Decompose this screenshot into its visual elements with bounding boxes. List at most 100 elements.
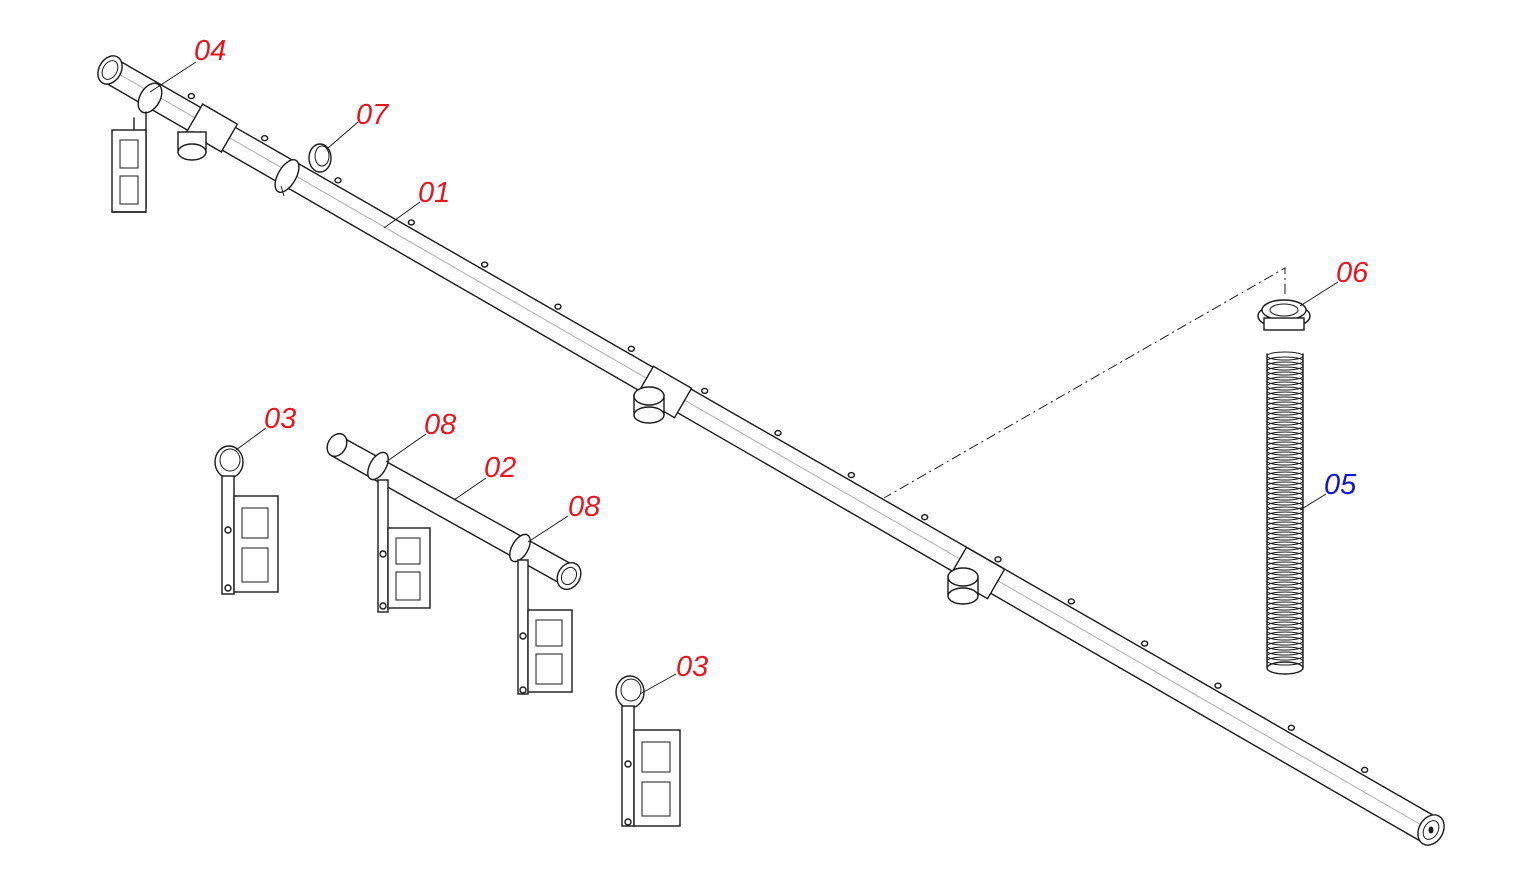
hose-rib — [1266, 611, 1304, 621]
hose-rib — [1266, 506, 1304, 516]
hose-rib — [1266, 466, 1304, 476]
hose-rib — [1266, 481, 1304, 491]
hose-rib — [1266, 521, 1304, 531]
hose-rib — [1266, 496, 1304, 506]
hose-rib — [1266, 376, 1304, 386]
callout-03-lower: 03 — [676, 651, 708, 683]
hose-rib — [1266, 436, 1304, 446]
pipe-stud — [554, 303, 562, 310]
assembly-centerline — [883, 267, 1286, 499]
hose-rib — [1266, 471, 1304, 481]
hose-rib — [1266, 636, 1304, 646]
hose-rib — [1266, 391, 1304, 401]
callout-04: 04 — [194, 35, 226, 67]
hose-rib — [1266, 491, 1304, 501]
hose-rib — [1266, 551, 1304, 561]
hose-rib — [1266, 351, 1304, 361]
hose-rib — [1266, 546, 1304, 556]
hose-rib — [1266, 421, 1304, 431]
hose-rib — [1266, 371, 1304, 381]
hose-rib — [1266, 641, 1304, 651]
pipe-stud — [407, 219, 416, 226]
pipe-stud — [1214, 682, 1222, 689]
hose-rib — [1266, 396, 1304, 406]
hose-rib — [1266, 631, 1304, 641]
hose-rib — [1266, 621, 1304, 631]
main-pipe — [97, 55, 1445, 846]
pipe-stud — [1287, 724, 1296, 731]
callout-07: 07 — [356, 99, 390, 131]
hose-rib — [1266, 406, 1304, 416]
pipe-stud — [847, 471, 856, 479]
hanger-right-02 — [517, 559, 573, 695]
pipe-stud — [994, 556, 1002, 563]
hose-rib — [1266, 446, 1304, 456]
flexible-hose-05 — [1266, 351, 1304, 675]
hose-rib — [1266, 556, 1304, 566]
hose-rib — [1266, 456, 1304, 466]
callout-08-right: 08 — [568, 491, 600, 523]
hose-rib — [1266, 416, 1304, 426]
leader-lines — [149, 61, 1339, 695]
pipe-clamp — [274, 159, 300, 197]
hose-rib — [1266, 511, 1304, 521]
hose-rib — [1266, 626, 1304, 636]
hose-rib — [1266, 571, 1304, 581]
hose-rib — [1266, 401, 1304, 411]
hose-rib — [1266, 441, 1304, 451]
hose-rib — [1266, 476, 1304, 486]
hose-rib — [1266, 526, 1304, 536]
callout-02: 02 — [484, 452, 516, 484]
pipe-stud — [1360, 766, 1369, 774]
callout-08-left: 08 — [424, 409, 456, 441]
callout-05: 05 — [1324, 469, 1357, 501]
ring-hanger-03b — [615, 675, 681, 827]
hose-rib — [1266, 581, 1304, 591]
hose-rib — [1266, 366, 1304, 376]
pipe-stud — [627, 345, 636, 352]
pipe-stud — [334, 177, 342, 184]
pipe-stud — [774, 429, 782, 437]
hose-rib — [1266, 591, 1304, 601]
hose-rib — [1266, 536, 1304, 546]
hose-rib — [1266, 501, 1304, 511]
pipe-stud — [1067, 598, 1076, 605]
pipe-stud — [480, 261, 489, 268]
hose-rib — [1266, 566, 1304, 576]
tee-fitting-1 — [177, 103, 239, 161]
hose-rib — [1266, 601, 1304, 611]
hose-rib — [1266, 381, 1304, 391]
hose-rib — [1266, 576, 1304, 586]
hose-rib — [1266, 656, 1304, 666]
hose-rib — [1266, 516, 1304, 526]
hanger-left-02 — [377, 479, 431, 613]
hose-rib — [1266, 356, 1304, 366]
short-pipe-02 — [326, 432, 582, 591]
hose-rib — [1266, 411, 1304, 421]
hose-rib — [1266, 386, 1304, 396]
ring-07 — [308, 143, 332, 173]
callout-labels: 04 07 01 06 03 08 02 08 05 03 — [194, 35, 1369, 683]
hose-rib — [1266, 531, 1304, 541]
hose-rib — [1266, 486, 1304, 496]
hose-rib — [1266, 561, 1304, 571]
clamp-06 — [1257, 299, 1311, 331]
hose-rib — [1266, 651, 1304, 661]
tee-fitting-2 — [633, 365, 693, 424]
hose-rib — [1266, 596, 1304, 606]
callout-06: 06 — [1336, 257, 1369, 289]
hose-rib — [1266, 431, 1304, 441]
hose-rib — [1266, 461, 1304, 471]
callout-03-upper: 03 — [264, 403, 296, 435]
pipe-studs — [187, 92, 1369, 774]
pipe-stud — [700, 387, 709, 395]
pipe-stud — [920, 514, 929, 521]
pipe-stud — [1140, 640, 1149, 647]
hose-rib — [1266, 426, 1304, 436]
hose-rib — [1266, 361, 1304, 371]
hose-rib — [1266, 541, 1304, 551]
hose-rib — [1266, 616, 1304, 626]
hose-rib — [1266, 586, 1304, 596]
pipe-stud — [187, 92, 196, 100]
